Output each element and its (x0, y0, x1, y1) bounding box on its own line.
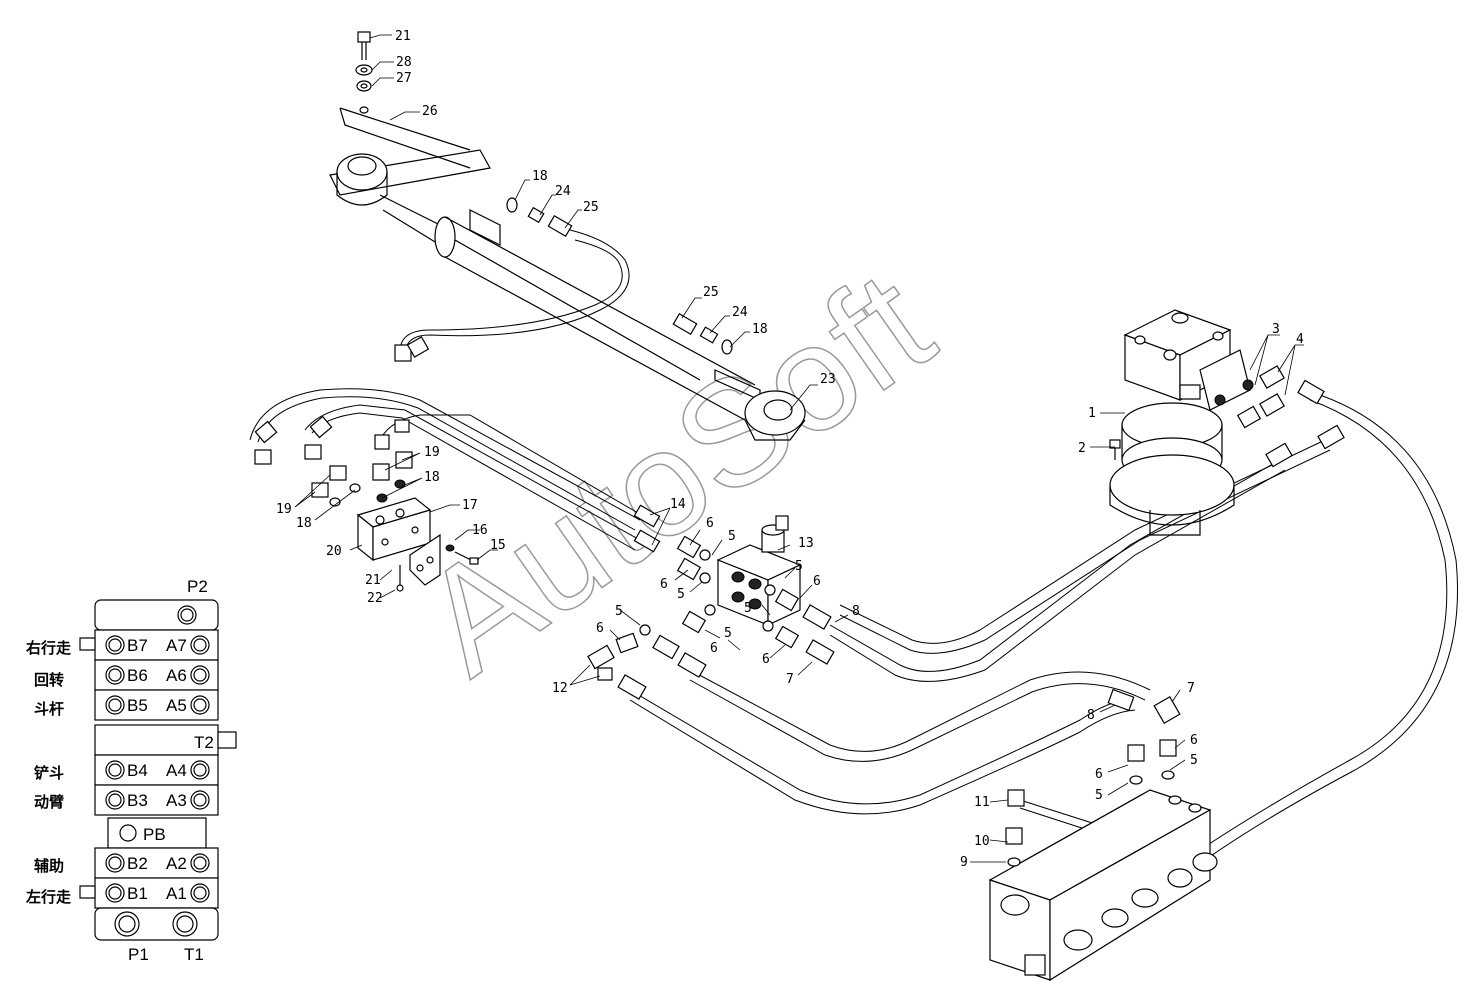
callout-6: 6 (706, 516, 714, 531)
port-a6: A6 (166, 666, 187, 685)
callout-23: 23 (820, 372, 836, 387)
callout-26: 26 (422, 104, 438, 119)
callout-7: 7 (786, 672, 794, 687)
port-t1: T1 (184, 945, 204, 964)
center-block-13 (587, 515, 802, 681)
callout-18: 18 (752, 322, 768, 337)
callout-19: 19 (276, 502, 292, 517)
callout-27: 27 (396, 71, 412, 86)
label-right-travel: 右行走 (26, 639, 71, 657)
valve-block-schematic: P2 B7 A7 B6 A6 B5 A5 T2 B4 A4 B3 A3 PB B… (25, 577, 237, 964)
label-bucket: 铲斗 (34, 764, 64, 782)
manifold-block-20 (311, 451, 432, 562)
label-boom: 动臂 (34, 793, 64, 811)
callout-18: 18 (424, 470, 440, 485)
callout-15: 15 (490, 538, 506, 553)
callout-5: 5 (1190, 753, 1198, 768)
callout-18: 18 (532, 169, 548, 184)
callout-24: 24 (555, 184, 571, 199)
hose-fittings (254, 197, 1345, 807)
callout-14: 14 (670, 497, 686, 512)
callout-1: 1 (1088, 406, 1096, 421)
port-pb: PB (143, 825, 166, 844)
port-a3: A3 (166, 791, 187, 810)
port-b1: B1 (127, 884, 148, 903)
callout-6: 6 (813, 574, 821, 589)
callout-18: 18 (296, 516, 312, 531)
swing-motor (1109, 309, 1285, 536)
callout-22: 22 (367, 591, 383, 606)
port-t2: T2 (194, 733, 214, 752)
callout-5: 5 (744, 601, 752, 616)
port-b2: B2 (127, 854, 148, 873)
port-a5: A5 (166, 696, 187, 715)
callout-6: 6 (710, 641, 718, 656)
callout-21: 21 (365, 573, 381, 588)
callout-3: 3 (1272, 322, 1280, 337)
label-left-travel: 左行走 (25, 888, 71, 906)
callout-11: 11 (974, 795, 990, 810)
port-b3: B3 (127, 791, 148, 810)
callout-28: 28 (396, 55, 412, 70)
callout-19: 19 (424, 445, 440, 460)
callout-16: 16 (472, 523, 488, 538)
label-aux: 辅助 (34, 857, 64, 875)
port-a4: A4 (166, 761, 187, 780)
callout-25: 25 (583, 200, 599, 215)
callout-5: 5 (677, 587, 685, 602)
callout-20: 20 (326, 544, 342, 559)
port-b6: B6 (127, 666, 148, 685)
bolt-stack (355, 31, 373, 114)
callout-21: 21 (395, 29, 411, 44)
callout-5: 5 (795, 559, 803, 574)
callout-12: 12 (552, 681, 568, 696)
hose-lines (249, 229, 1459, 861)
callout-6: 6 (596, 621, 604, 636)
watermark: AutoSoft (392, 239, 960, 707)
callout-24: 24 (732, 305, 748, 320)
port-p1: P1 (128, 945, 149, 964)
port-a1: A1 (166, 884, 187, 903)
callout-labels: 21 28 27 26 18 24 25 25 24 18 23 3 4 1 2… (276, 29, 1304, 870)
callout-6: 6 (1190, 733, 1198, 748)
callout-10: 10 (974, 834, 990, 849)
port-p2: P2 (187, 577, 208, 596)
callout-17: 17 (462, 498, 478, 513)
port-a2: A2 (166, 854, 187, 873)
label-swing: 回转 (34, 671, 64, 689)
port-b5: B5 (127, 696, 148, 715)
callout-6: 6 (1095, 767, 1103, 782)
callout-9: 9 (960, 855, 968, 870)
callout-2: 2 (1078, 441, 1086, 456)
callout-4: 4 (1296, 332, 1304, 347)
leader-lines (294, 34, 1304, 863)
callout-6: 6 (660, 577, 668, 592)
callout-8: 8 (852, 604, 860, 619)
callout-6: 6 (762, 652, 770, 667)
callout-8: 8 (1087, 708, 1095, 723)
hydraulic-cylinder (329, 107, 806, 441)
callout-7: 7 (1187, 681, 1195, 696)
port-b7: B7 (127, 636, 148, 655)
callout-5: 5 (615, 604, 623, 619)
callout-25: 25 (703, 285, 719, 300)
callout-5: 5 (1095, 788, 1103, 803)
label-arm: 斗杆 (34, 700, 64, 718)
port-a7: A7 (166, 636, 187, 655)
callout-5: 5 (724, 626, 732, 641)
callout-5: 5 (728, 529, 736, 544)
callout-13: 13 (798, 536, 814, 551)
bracket-17 (396, 533, 479, 592)
control-valve (988, 739, 1218, 982)
port-b4: B4 (127, 761, 148, 780)
